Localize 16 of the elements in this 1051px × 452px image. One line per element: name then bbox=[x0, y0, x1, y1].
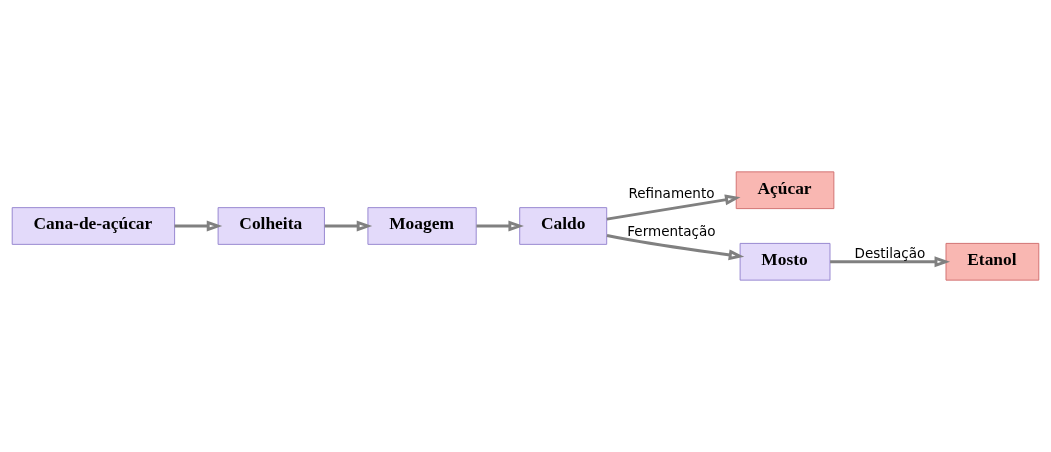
arrow bbox=[606, 234, 745, 261]
node-box: Colheita bbox=[217, 207, 325, 245]
edge-label: Destilação bbox=[854, 245, 926, 262]
arrow bbox=[174, 220, 223, 232]
node-box: Moagem bbox=[367, 207, 477, 245]
arrow bbox=[606, 194, 741, 221]
node-box: Etanol bbox=[945, 242, 1040, 281]
node-box: Açúcar bbox=[735, 171, 835, 210]
arrow bbox=[830, 256, 951, 268]
edge-label: Refinamento bbox=[628, 185, 715, 202]
edge-label: Fermentação bbox=[627, 222, 716, 239]
node-box: Caldo bbox=[519, 207, 608, 245]
arrow bbox=[476, 220, 524, 232]
node-box: Cana-de-açúcar bbox=[11, 207, 176, 245]
arrow bbox=[324, 220, 373, 232]
node-box: Mosto bbox=[739, 242, 831, 281]
